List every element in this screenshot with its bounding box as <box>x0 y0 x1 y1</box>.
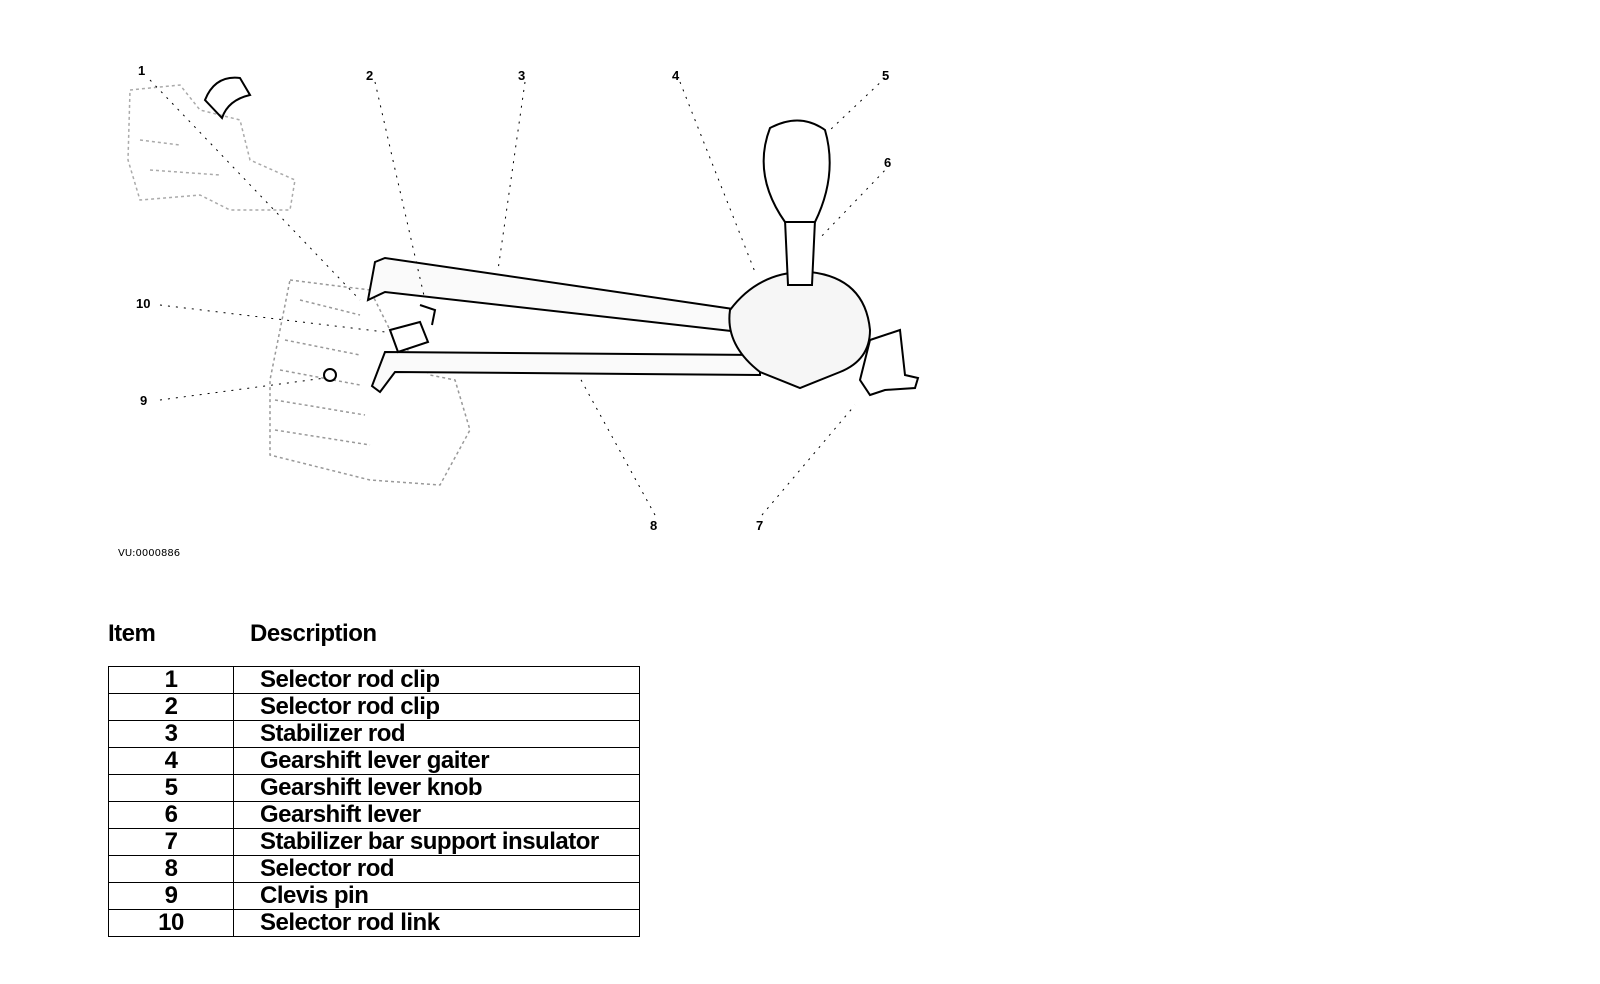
item-number: 7 <box>108 828 234 856</box>
callout-10: 10 <box>136 296 150 311</box>
callout-9: 9 <box>140 393 147 408</box>
item-description: Stabilizer bar support insulator <box>233 828 640 856</box>
callout-7: 7 <box>756 518 763 533</box>
table-header-item: Item <box>108 620 156 647</box>
item-description: Selector rod clip <box>233 666 640 694</box>
item-number: 10 <box>108 909 234 937</box>
gearshift-lever-base <box>728 270 872 390</box>
engine-component-top-left <box>127 84 296 211</box>
figure-id: VU:0000886 <box>118 548 181 559</box>
callout-2: 2 <box>366 68 373 83</box>
item-number: 2 <box>108 693 234 721</box>
item-description: Gearshift lever knob <box>233 774 640 802</box>
item-description: Gearshift lever gaiter <box>233 747 640 775</box>
item-number: 8 <box>108 855 234 883</box>
callout-8: 8 <box>650 518 657 533</box>
item-description: Stabilizer rod <box>233 720 640 748</box>
stabilizer-rod <box>366 256 741 334</box>
item-description: Gearshift lever <box>233 801 640 829</box>
callout-1: 1 <box>138 63 145 78</box>
item-description: Selector rod <box>233 855 640 883</box>
item-number: 3 <box>108 720 234 748</box>
callout-5: 5 <box>882 68 889 83</box>
hose-elbow <box>203 76 252 120</box>
item-number: 1 <box>108 666 234 694</box>
callout-3: 3 <box>518 68 525 83</box>
selector-rod <box>370 350 761 394</box>
item-description: Selector rod clip <box>233 693 640 721</box>
item-number: 6 <box>108 801 234 829</box>
gearshift-linkage-diagram: 1 2 3 4 5 6 7 8 9 10 <box>127 63 920 533</box>
item-number: 5 <box>108 774 234 802</box>
leader-lines <box>149 77 891 516</box>
item-number: 4 <box>108 747 234 775</box>
item-number: 9 <box>108 882 234 910</box>
transmission-housing <box>269 279 471 486</box>
callout-labels: 1 2 3 4 5 6 7 8 9 10 <box>136 63 891 533</box>
item-description: Clevis pin <box>233 882 640 910</box>
callout-6: 6 <box>884 155 891 170</box>
stabilizer-bar-support-insulator <box>858 328 920 397</box>
gearshift-lever <box>762 119 831 286</box>
callout-4: 4 <box>672 68 680 83</box>
table-header-description: Description <box>250 620 377 647</box>
selector-rod-link <box>323 304 437 382</box>
item-description: Selector rod link <box>233 909 640 937</box>
